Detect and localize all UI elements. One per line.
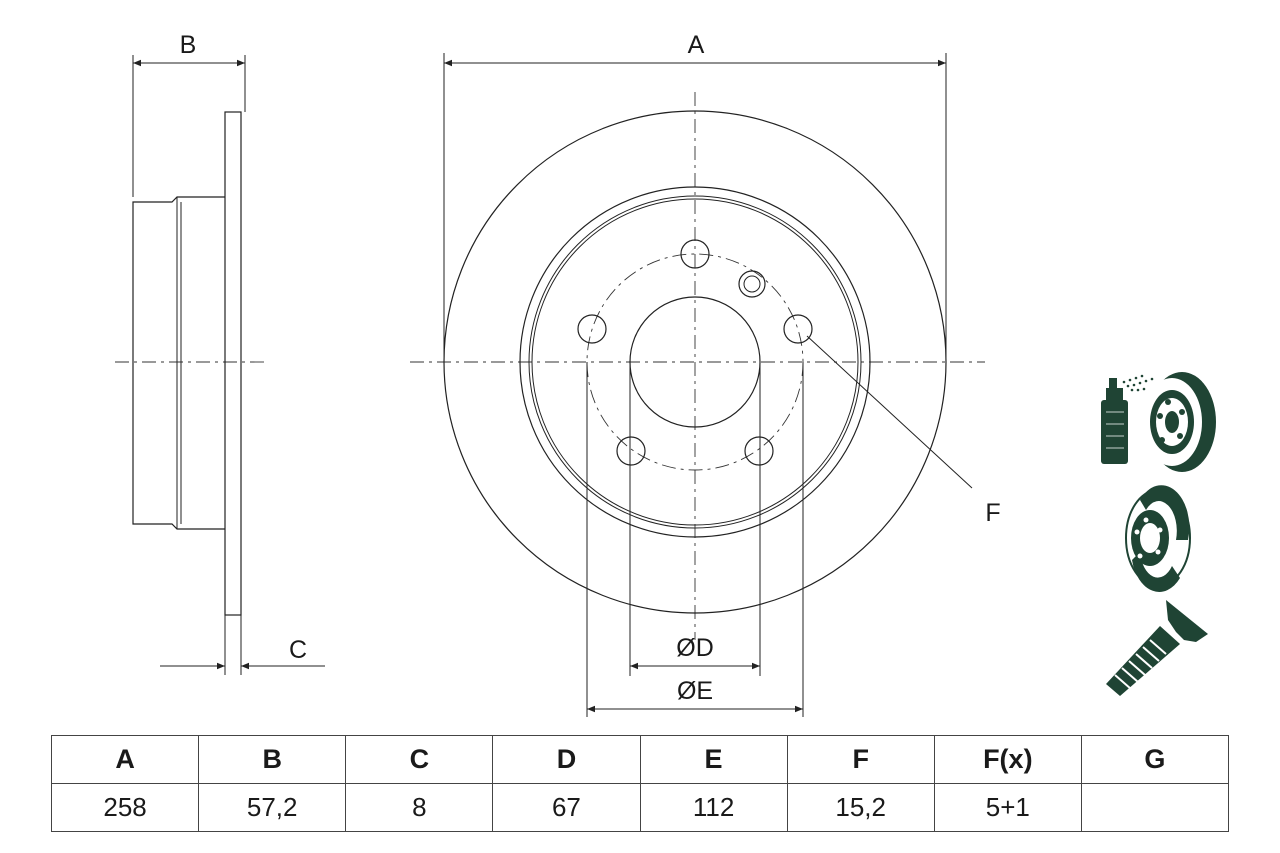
header-c: C <box>345 735 494 784</box>
header-fx: F(x) <box>933 735 1082 784</box>
header-a: A <box>50 735 200 784</box>
value-fx: 5+1 <box>933 783 1082 832</box>
dimension-label-e: ØE <box>677 677 713 705</box>
value-a: 258 <box>50 783 200 832</box>
header-d: D <box>492 735 641 784</box>
header-e: E <box>639 735 788 784</box>
value-b: 57,2 <box>198 783 347 832</box>
spec-header-row: A B C D E F F(x) G <box>50 735 1230 784</box>
dimension-label-b: B <box>180 31 197 59</box>
dimension-label-d: ØD <box>676 634 714 662</box>
coated-disc-icon <box>1101 372 1216 472</box>
value-e: 112 <box>639 783 788 832</box>
header-b: B <box>198 735 347 784</box>
disc-front-view: A ØD ØE F <box>410 31 1001 717</box>
dimension-label-c: C <box>289 636 307 664</box>
header-g: G <box>1080 735 1230 784</box>
value-d: 67 <box>492 783 641 832</box>
dimension-label-a: A <box>688 31 705 59</box>
header-f: F <box>786 735 935 784</box>
disc-side-view: B C <box>115 31 325 675</box>
value-f: 15,2 <box>786 783 935 832</box>
spec-value-row: 258 57,2 8 67 112 15,2 5+1 <box>50 783 1230 832</box>
value-c: 8 <box>345 783 494 832</box>
brake-disc-icon <box>1125 485 1191 592</box>
spec-table: A B C D E F F(x) G 258 57,2 8 67 112 15,… <box>50 735 1230 832</box>
dimension-label-f: F <box>985 499 1000 527</box>
screw-icon <box>1106 600 1208 696</box>
value-g <box>1080 783 1230 832</box>
